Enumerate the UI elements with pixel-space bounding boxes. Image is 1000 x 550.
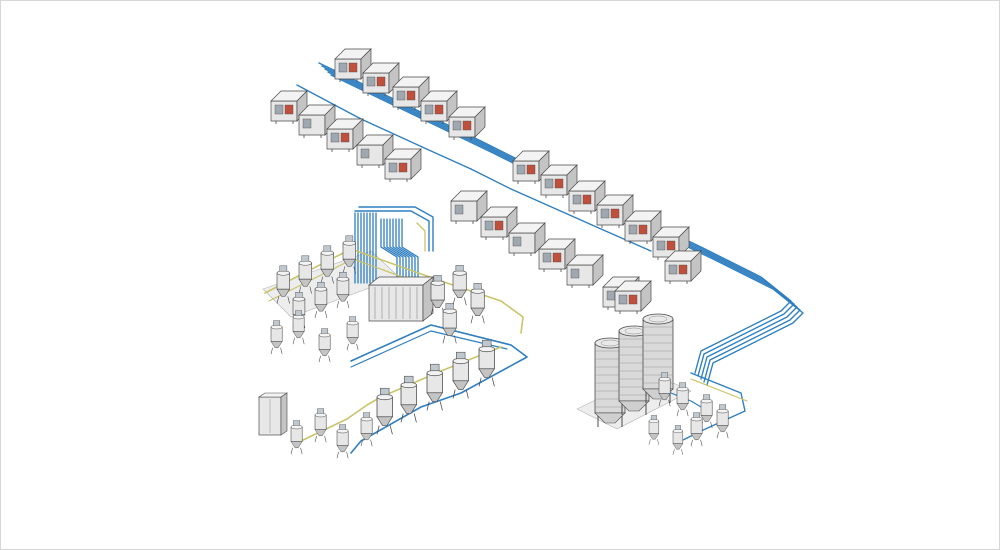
injection-machine — [596, 194, 634, 228]
loader-unit — [292, 310, 305, 345]
vacuum-pump-unit — [442, 303, 457, 344]
silo-vacuum-line — [690, 378, 748, 402]
vacuum-line-bottom — [300, 346, 502, 442]
top-manifold-pipe — [358, 206, 434, 252]
control-cabinet — [258, 392, 288, 436]
material-hopper — [342, 235, 357, 274]
injection-machine — [614, 280, 652, 314]
dryer-unit — [400, 375, 417, 423]
material-hopper — [276, 265, 291, 304]
bottom-loop-pipe-inner — [350, 330, 508, 368]
injection-machine — [652, 226, 690, 260]
dryer-unit — [478, 339, 495, 387]
loader-unit — [648, 415, 660, 445]
injection-machine — [450, 190, 488, 224]
vacuum-pump-unit — [430, 275, 445, 316]
injection-machine — [508, 222, 546, 256]
loader-unit — [360, 412, 373, 447]
injection-machine — [566, 254, 604, 288]
vacuum-line-riser — [416, 222, 426, 252]
dryer-unit — [690, 412, 703, 447]
injection-machine — [384, 148, 422, 182]
loader-unit — [290, 420, 303, 455]
material-hopper — [298, 255, 313, 294]
injection-machine — [624, 210, 662, 244]
injection-machine — [326, 118, 364, 152]
dryer-unit — [716, 404, 729, 439]
branch-pipe-left-row — [296, 84, 472, 170]
main-conveying-pipe — [321, 65, 795, 377]
injection-machine — [298, 104, 336, 138]
vacuum-pump-unit — [470, 283, 485, 324]
storage-silo — [642, 313, 674, 403]
loader-unit — [336, 424, 349, 459]
vacuum-pump-unit — [452, 265, 467, 306]
injection-machine — [356, 134, 394, 168]
loader-unit — [346, 316, 359, 351]
main-conveying-pipe — [327, 71, 801, 383]
dryer-unit — [426, 363, 443, 411]
injection-machine — [664, 250, 702, 284]
silo-feed-pipe — [680, 372, 746, 442]
dryer-unit — [658, 372, 671, 407]
injection-machine — [392, 76, 430, 110]
dryer-unit — [376, 387, 393, 435]
top-manifold-pipe — [354, 210, 430, 252]
dryer-unit — [314, 281, 328, 318]
dryer-unit — [452, 351, 469, 399]
main-conveying-pipe — [324, 68, 798, 380]
equipment-layer — [258, 48, 729, 459]
injection-machine — [568, 180, 606, 214]
injection-machine — [420, 90, 458, 124]
injection-machine — [448, 106, 486, 140]
loader-unit — [314, 408, 327, 443]
dryer-unit — [700, 394, 713, 429]
loader-unit — [318, 328, 331, 363]
material-hopper — [320, 245, 335, 284]
loader-unit — [270, 320, 283, 355]
distribution-station — [368, 276, 434, 322]
dryer-unit — [336, 271, 350, 308]
main-conveying-pipe — [318, 62, 792, 374]
dryer-unit — [676, 382, 689, 417]
main-conveying-pipe — [330, 74, 804, 386]
loader-unit — [672, 425, 684, 455]
